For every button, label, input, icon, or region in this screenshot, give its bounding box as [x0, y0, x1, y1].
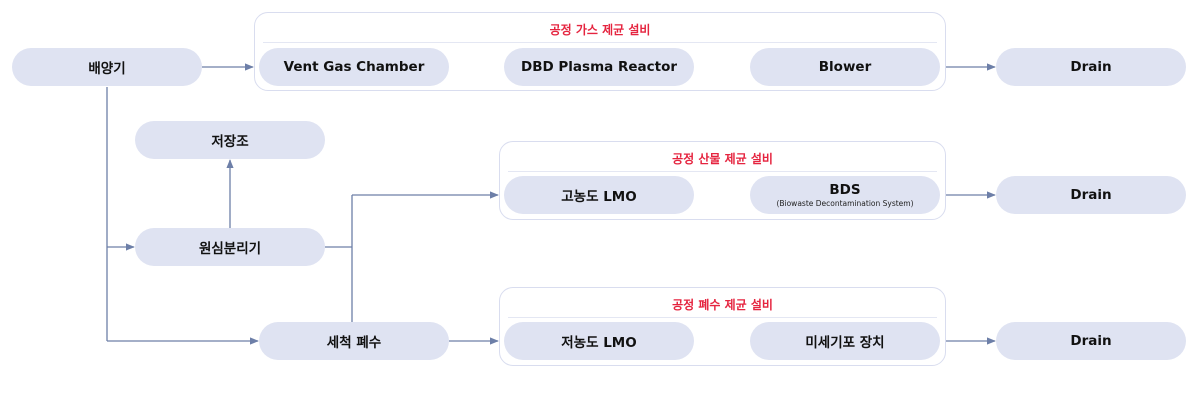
- group-waste-divider: [508, 317, 937, 318]
- group-acid-title: 공정 산물 제균 설비: [672, 152, 773, 166]
- group-waste-title: 공정 폐수 제균 설비: [672, 298, 773, 312]
- group-acid-divider: [508, 171, 937, 172]
- group-gas-title: 공정 가스 제균 설비: [549, 23, 651, 37]
- node-storage: 저장조: [135, 121, 325, 159]
- node-dbd-plasma-reactor: DBD Plasma Reactor: [504, 48, 694, 86]
- group-gas-divider: [263, 42, 937, 43]
- node-low-lmo: 저농도 LMO: [504, 322, 694, 360]
- node-baeyanggi: 배양기: [12, 48, 202, 86]
- node-blower: Blower: [750, 48, 940, 86]
- node-drain-2: Drain: [996, 176, 1186, 214]
- node-microbubble: 미세기포 장치: [750, 322, 940, 360]
- node-bds: BDS (Biowaste Decontamination System): [750, 176, 940, 214]
- node-wash-water: 세척 폐수: [259, 322, 449, 360]
- node-high-lmo: 고농도 LMO: [504, 176, 694, 214]
- node-centrifuge: 원심분리기: [135, 228, 325, 266]
- node-bds-sublabel: (Biowaste Decontamination System): [776, 199, 914, 208]
- node-bds-label: BDS: [829, 182, 861, 198]
- node-drain-3: Drain: [996, 322, 1186, 360]
- node-drain-1: Drain: [996, 48, 1186, 86]
- node-vent-gas-chamber: Vent Gas Chamber: [259, 48, 449, 86]
